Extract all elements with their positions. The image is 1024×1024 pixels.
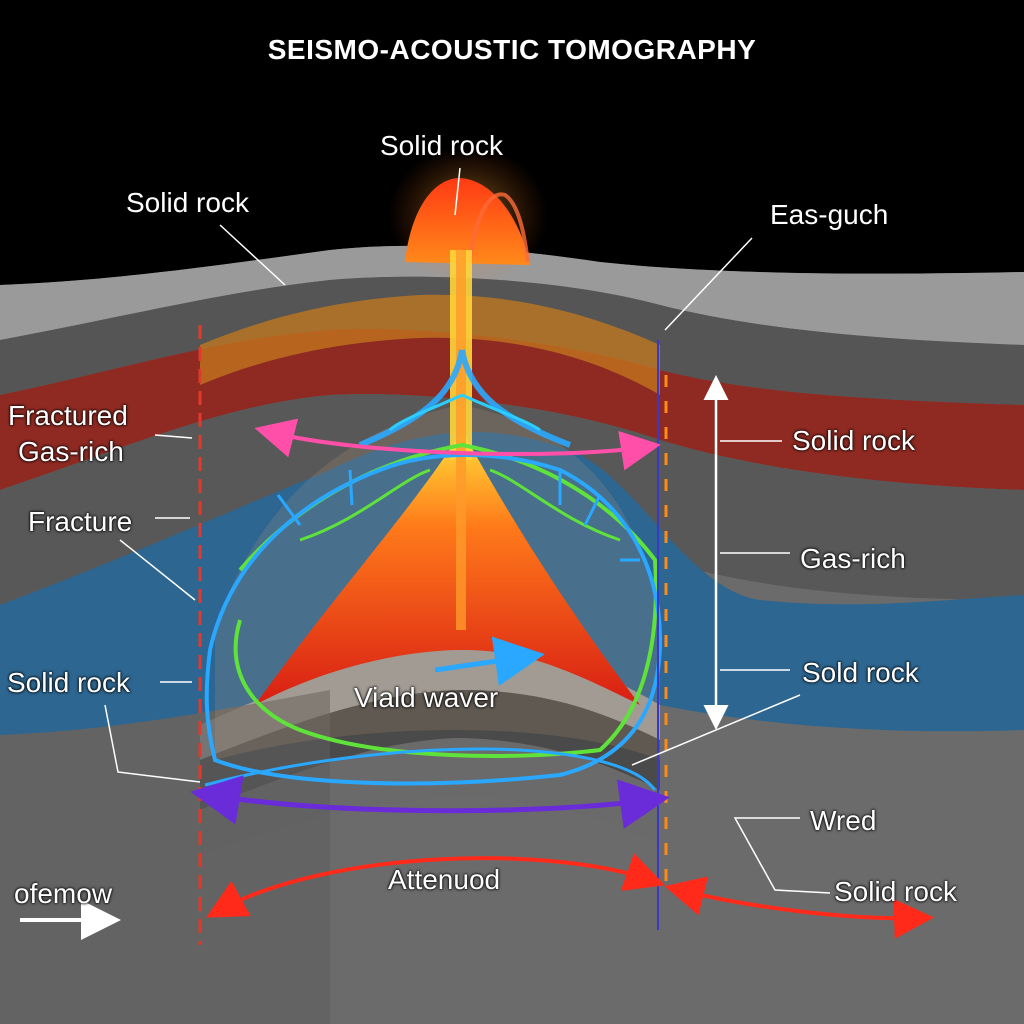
label-wred: Wred: [810, 805, 877, 836]
wave-arrow: [434, 636, 545, 687]
lower-arch-light: [200, 647, 660, 760]
label-top-right: Eas-guch: [770, 199, 889, 230]
plume-arc: [468, 192, 530, 263]
plume: [405, 178, 530, 265]
label-right-sold-rock: Sold rock: [802, 657, 919, 688]
label-center-wave: Viald waver: [354, 682, 499, 713]
purple-arrow: [190, 775, 670, 829]
orange-band: [200, 294, 660, 395]
label-ofemow: ofemow: [14, 878, 113, 909]
core-stem-inner: [456, 250, 466, 630]
label-fractured-gas-rich: Gas-rich: [18, 436, 124, 467]
red-arrow-center: [205, 853, 666, 918]
label-top-center: Solid rock: [380, 130, 503, 161]
green-ray-inner: [299, 468, 621, 542]
magenta-arrow: [254, 418, 661, 471]
label-right-solid-rock: Solid rock: [792, 425, 915, 456]
cyan-ray: [204, 453, 663, 786]
hot-core: [255, 430, 640, 705]
label-fracture: Fracture: [28, 506, 133, 537]
label-left-solid-rock: Solid rock: [7, 667, 130, 698]
upper-gray-band: [0, 276, 1024, 405]
label-top-left: Solid rock: [126, 187, 249, 218]
label-bottom-right-solid-rock: Solid rock: [834, 876, 957, 907]
ray-spikes: [276, 469, 640, 562]
red-band: [0, 329, 1024, 490]
label-fractured: Fractured: [8, 400, 128, 431]
label-attenuated: Attenuod: [388, 864, 501, 895]
surface-crust: [0, 245, 1024, 345]
cyan-ray-bottom: [204, 747, 657, 791]
diagram-title: SEISMO-ACOUSTIC TOMOGRAPHY: [267, 34, 757, 65]
leader-lines: [104, 167, 831, 894]
red-arrow-right: [664, 876, 934, 939]
label-right-gas-rich: Gas-rich: [800, 543, 906, 574]
